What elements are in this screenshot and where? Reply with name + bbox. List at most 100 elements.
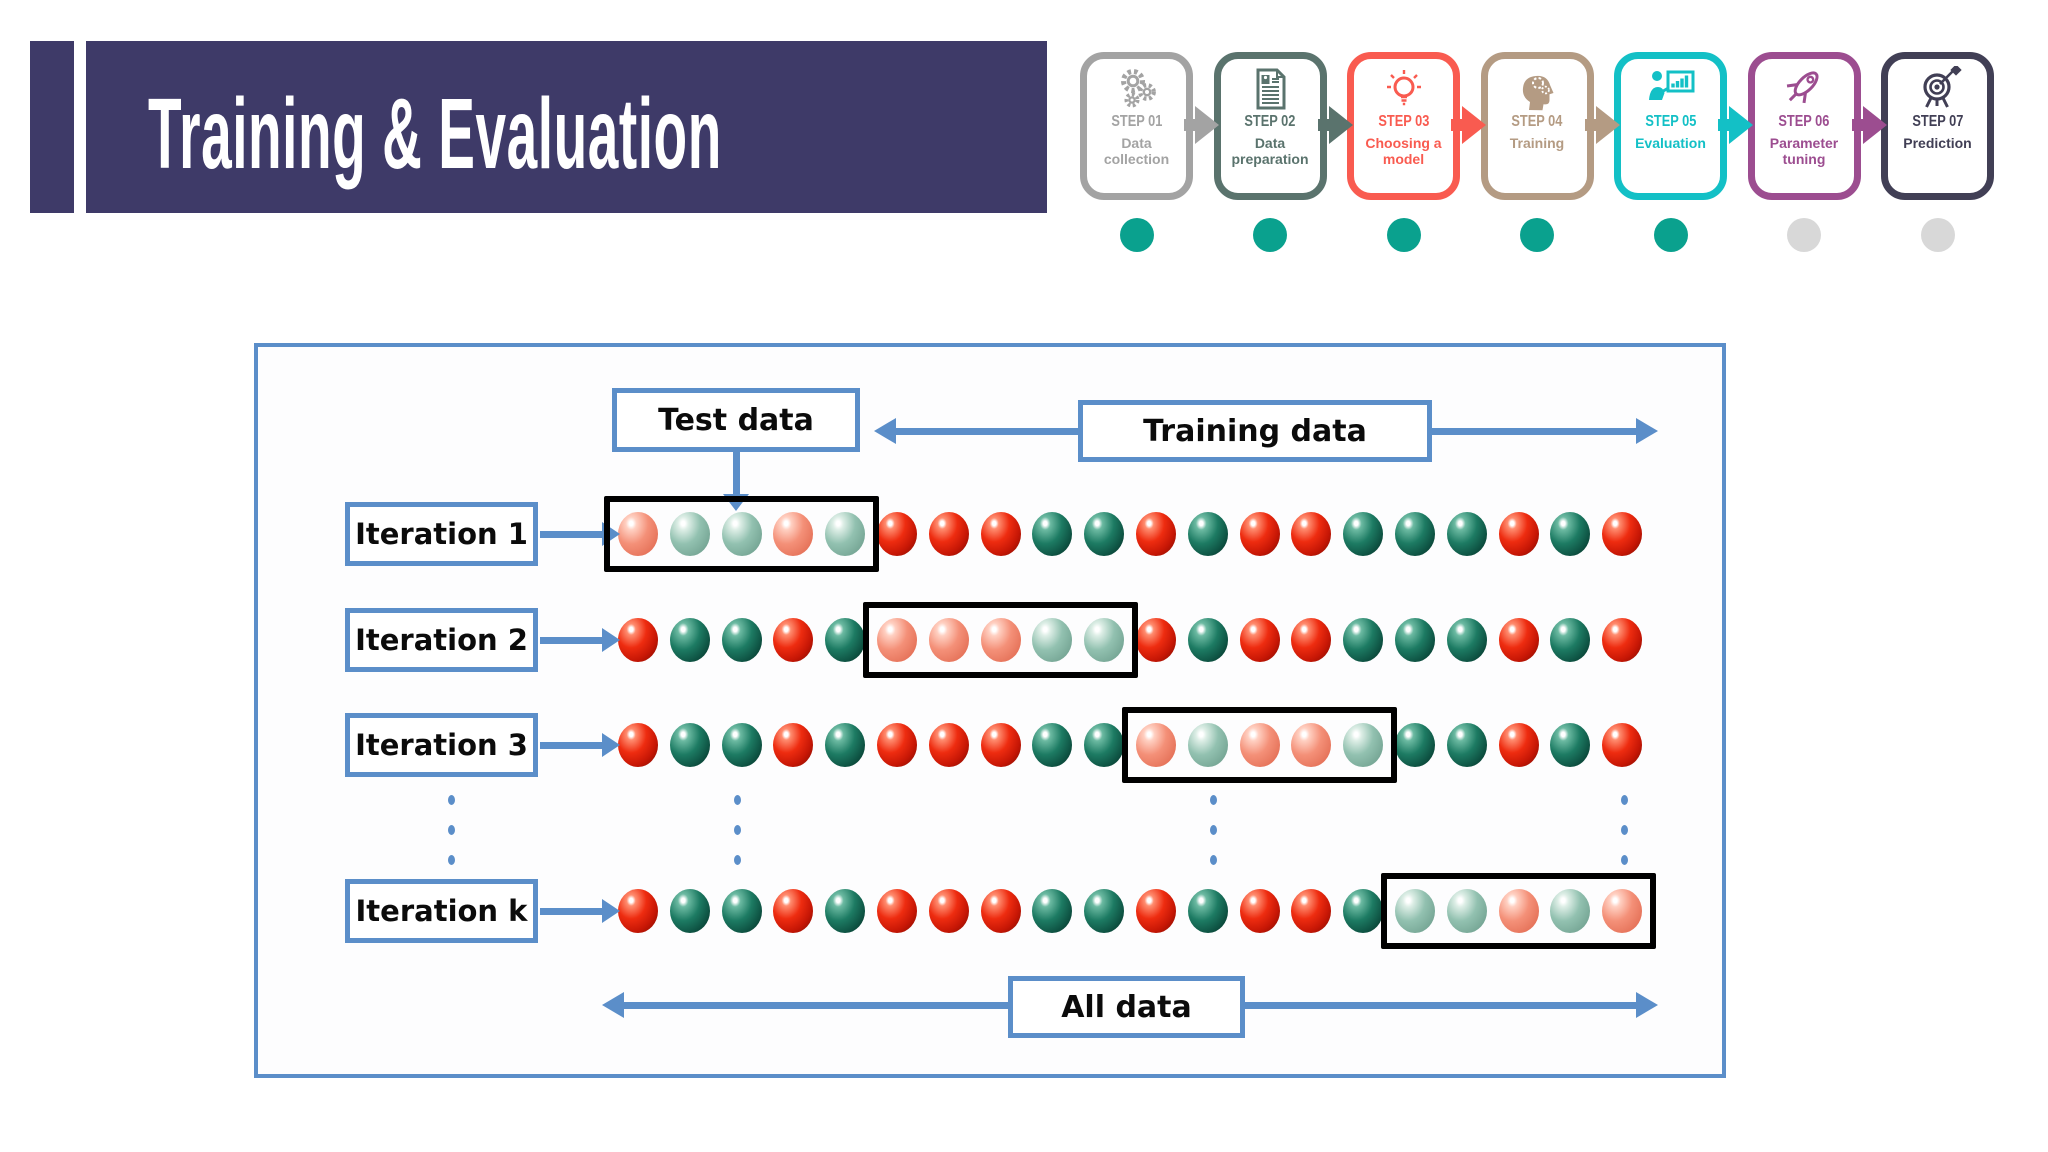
step-number-label: STEP 03: [1378, 113, 1429, 130]
step-card-6: STEP 06 Parameter tuning: [1747, 52, 1861, 200]
iteration-arrowhead: [602, 733, 620, 757]
data-sample-ball: [1084, 889, 1125, 933]
data-sample-ball: [1239, 723, 1280, 767]
step-name-label: Parameter tuning: [1769, 135, 1839, 167]
chevron-right-icon: [1184, 106, 1219, 144]
data-sample-ball: [1498, 723, 1539, 767]
ellipsis-dot: [447, 855, 455, 865]
step-number-label: STEP 06: [1778, 113, 1830, 130]
data-sample-ball: [1602, 889, 1643, 933]
iteration-arrow-line: [540, 908, 604, 915]
step-card-5: STEP 05 Evaluation: [1614, 52, 1727, 200]
step-name-label: Data collection: [1103, 135, 1170, 167]
iteration-label: Iteration 2: [355, 623, 528, 657]
data-sample-ball: [1291, 512, 1332, 556]
step-connector-arrow: [1451, 101, 1495, 153]
page-title: Training & Evaluation: [148, 78, 722, 190]
step-name-label: Data preparation: [1231, 135, 1309, 167]
iteration-label: Iteration 1: [355, 517, 528, 551]
data-sample-ball: [1343, 512, 1384, 556]
chevron-right-icon: [1317, 106, 1353, 144]
step-number-label: STEP 07: [1912, 113, 1963, 130]
data-sample-ball: [877, 512, 917, 556]
data-sample-ball: [721, 618, 762, 662]
step-name-label: Prediction: [1903, 135, 1972, 151]
ellipsis-dot: [1209, 855, 1217, 865]
test-data-box: Test data: [612, 388, 860, 452]
data-sample-ball: [773, 723, 814, 767]
data-sample-ball: [1032, 512, 1073, 556]
all-data-arrow-right-line: [1245, 1002, 1638, 1009]
step-number-label: STEP 02: [1244, 113, 1296, 130]
data-sample-ball: [1446, 618, 1487, 662]
data-sample-ball: [1395, 618, 1435, 662]
data-sample-ball: [1032, 889, 1073, 933]
document-icon: [1256, 68, 1286, 110]
data-sample-ball: [1032, 618, 1073, 662]
step-connector-arrow: [1718, 101, 1762, 153]
data-sample-ball: [618, 512, 658, 556]
data-sample-ball: [877, 889, 917, 933]
step-number-label: STEP 05: [1645, 113, 1696, 130]
data-sample-ball: [1136, 618, 1176, 662]
step-number-label: STEP 04: [1511, 113, 1563, 130]
data-sample-ball: [1343, 618, 1384, 662]
data-sample-ball: [1032, 723, 1073, 767]
header-accent-bar: [30, 41, 74, 213]
data-sample-ball: [825, 618, 866, 662]
step-name-label: Evaluation: [1635, 135, 1706, 151]
data-sample-ball: [1343, 723, 1384, 767]
iteration-arrow-line: [540, 637, 604, 644]
test-fold-highlight-4: [1381, 873, 1656, 949]
chevron-right-icon: [1718, 106, 1753, 144]
training-data-arrowhead-right: [1636, 418, 1658, 444]
iteration-arrow-line: [540, 742, 604, 749]
data-sample-ball: [980, 889, 1021, 933]
step-number-label: STEP 01: [1111, 113, 1162, 130]
iteration-label-box-2: Iteration 2: [345, 608, 538, 672]
data-sample-ball: [877, 723, 917, 767]
training-data-box: Training data: [1078, 400, 1432, 462]
data-sample-ball: [1084, 512, 1125, 556]
data-sample-ball: [721, 723, 762, 767]
test-fold-highlight-1: [604, 496, 879, 572]
iteration-label: Iteration k: [355, 894, 528, 928]
iteration-label: Iteration 3: [355, 728, 528, 762]
data-sample-ball: [1602, 512, 1643, 556]
data-sample-ball: [1446, 723, 1487, 767]
progress-dot-7: [1920, 218, 1955, 252]
chevron-right-icon: [1584, 106, 1620, 144]
data-sample-ball: [1550, 889, 1591, 933]
progress-dot-3: [1386, 218, 1421, 252]
data-sample-ball: [1239, 618, 1280, 662]
step-connector-arrow: [1184, 101, 1228, 153]
target-dart-icon: [1922, 66, 1962, 108]
data-sample-ball: [1187, 723, 1228, 767]
data-sample-ball: [1602, 618, 1643, 662]
data-sample-ball: [877, 618, 917, 662]
data-sample-ball: [1602, 723, 1643, 767]
data-sample-ball: [669, 889, 710, 933]
step-connector-arrow: [1584, 101, 1629, 153]
training-data-arrow-left-line: [892, 428, 1078, 435]
data-sample-ball: [1498, 512, 1539, 556]
head-gears-icon: [1522, 75, 1554, 111]
data-sample-ball: [721, 889, 762, 933]
data-sample-ball: [1291, 889, 1332, 933]
step-card-2: STEP 02 Data preparation: [1213, 52, 1327, 200]
data-sample-ball: [618, 618, 658, 662]
all-data-arrowhead-right: [1636, 992, 1658, 1018]
ellipsis-dot: [1620, 795, 1628, 805]
header-title-block: Training & Evaluation: [86, 41, 1047, 213]
ellipsis-dot: [1209, 825, 1217, 835]
data-sample-ball: [618, 723, 658, 767]
data-sample-ball: [825, 512, 866, 556]
data-sample-ball: [980, 512, 1021, 556]
data-sample-ball: [928, 723, 969, 767]
data-sample-ball: [928, 889, 969, 933]
ellipsis-dot: [447, 825, 455, 835]
all-data-box: All data: [1008, 976, 1245, 1038]
test-fold-highlight-2: [863, 602, 1138, 678]
kfold-diagram-frame: [254, 343, 1726, 1078]
